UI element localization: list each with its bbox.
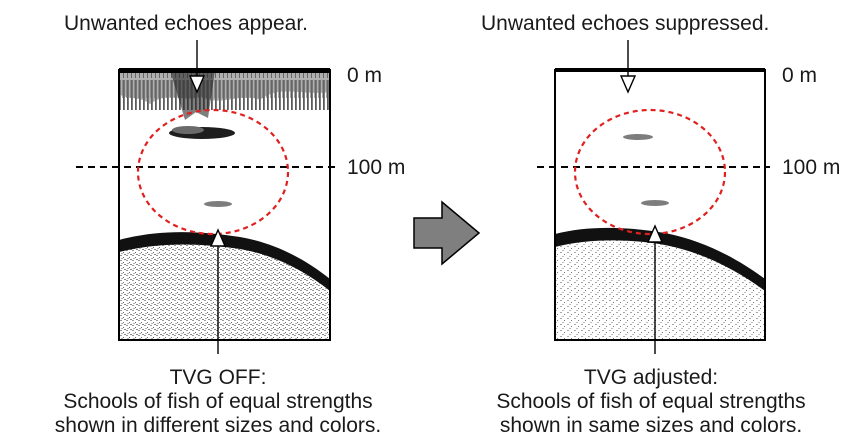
seabed-echo	[555, 230, 765, 340]
right-caption-line-2: Schools of fish of equal strengths	[496, 390, 806, 413]
left-caption-line-1: TVG OFF:	[169, 366, 267, 389]
fish-school-lower	[641, 200, 669, 206]
fish-school-upper	[623, 134, 653, 140]
right-arrow-icon	[413, 200, 481, 266]
right-top-label: Unwanted echoes suppressed.	[481, 12, 770, 35]
highlight-circle	[573, 108, 727, 236]
left-caption: TVG OFF: Schools of fish of equal streng…	[0, 366, 436, 438]
right-depth-0m: 0 m	[782, 64, 818, 87]
highlight-circle	[136, 108, 290, 236]
left-caption-line-2: Schools of fish of equal strengths	[63, 390, 373, 413]
right-caption: TVG adjusted: Schools of fish of equal s…	[436, 366, 866, 438]
fish-school-lower	[204, 201, 232, 207]
left-caption-line-3: shown in different sizes and colors.	[54, 414, 382, 437]
right-echogram	[537, 40, 770, 354]
left-depth-0m: 0 m	[347, 64, 383, 87]
seabed-echo	[119, 235, 330, 340]
right-depth-100m: 100 m	[782, 156, 841, 179]
left-top-label: Unwanted echoes appear.	[64, 12, 309, 35]
right-caption-line-1: TVG adjusted:	[583, 366, 719, 389]
left-depth-100m: 100 m	[347, 156, 406, 179]
right-caption-line-3: shown in same sizes and colors.	[499, 414, 803, 437]
left-echogram	[76, 40, 340, 354]
